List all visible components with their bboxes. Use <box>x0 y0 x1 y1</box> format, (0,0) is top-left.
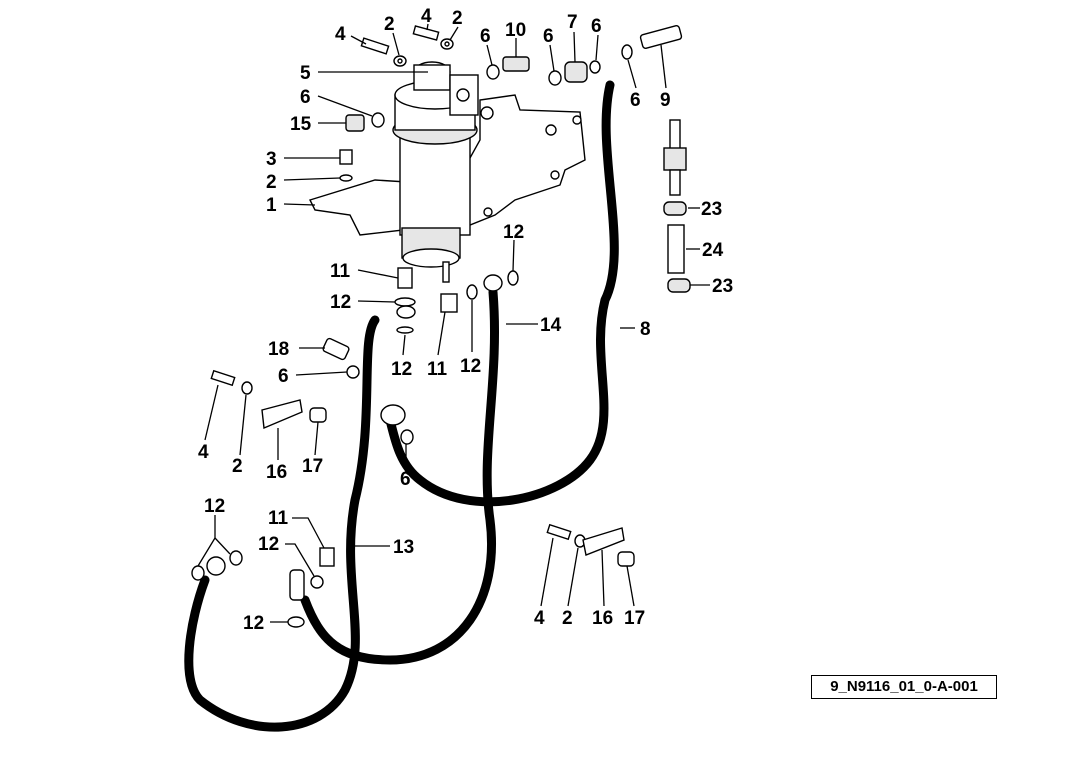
bolt-4-right <box>546 523 572 541</box>
washer-12-c <box>466 284 478 300</box>
o-ring-6-b <box>548 70 562 86</box>
washer-12-b <box>396 326 414 334</box>
hose-13 <box>184 315 380 732</box>
drawing-reference: 9_N9116_01_0-A-001 <box>811 675 997 699</box>
label-6: 6 <box>543 26 554 47</box>
label-2: 2 <box>232 456 243 477</box>
plug-15 <box>345 114 365 132</box>
label-2: 2 <box>562 608 573 629</box>
bolt-4-top <box>412 25 440 41</box>
label-23: 23 <box>712 276 733 297</box>
washer-2-left <box>241 381 253 395</box>
washer-12-d <box>507 270 519 286</box>
label-10: 10 <box>505 20 526 41</box>
clip-16-right <box>582 527 625 556</box>
clip-16-left <box>261 399 303 430</box>
label-6: 6 <box>278 366 289 387</box>
label-13: 13 <box>393 537 414 558</box>
label-12: 12 <box>460 356 481 377</box>
banjo-bolt-11-c <box>319 547 335 567</box>
hose-end-fitting <box>380 404 406 426</box>
label-24: 24 <box>702 240 724 261</box>
label-6: 6 <box>591 16 602 37</box>
label-16: 16 <box>592 608 613 629</box>
label-2: 2 <box>452 8 463 29</box>
label-11: 11 <box>427 359 448 380</box>
label-11: 11 <box>330 261 351 282</box>
label-5: 5 <box>300 63 311 84</box>
label-12: 12 <box>243 613 264 634</box>
label-2: 2 <box>384 14 395 35</box>
o-ring-6-g <box>400 429 414 445</box>
hose-8 <box>385 80 619 507</box>
label-12: 12 <box>391 359 412 380</box>
label-11: 11 <box>268 508 289 529</box>
o-ring-6-a <box>486 64 500 80</box>
label-7: 7 <box>567 12 578 33</box>
sleeve-7 <box>564 61 588 83</box>
washer-12-a <box>394 297 416 307</box>
label-6: 6 <box>300 87 311 108</box>
label-12: 12 <box>503 222 524 243</box>
o-ring-6-c <box>589 60 601 74</box>
washer-2-top <box>440 38 454 50</box>
label-2: 2 <box>266 172 277 193</box>
banjo-bolt-11-b <box>440 293 458 313</box>
label-6: 6 <box>630 90 641 111</box>
label-17: 17 <box>624 608 645 629</box>
bolt-4-top-left <box>360 37 390 55</box>
mounting-bracket <box>309 94 586 236</box>
label-12: 12 <box>330 292 351 313</box>
banjo-eye-14 <box>483 274 503 292</box>
banjo-bolt-9 <box>639 25 683 49</box>
leader-lines <box>197 23 710 623</box>
o-ring-6-d <box>621 44 633 60</box>
label-15: 15 <box>290 114 312 135</box>
label-18: 18 <box>268 339 289 360</box>
o-ring-6-e <box>371 112 385 128</box>
banjo-bolt-11-a <box>397 267 413 289</box>
label-9: 9 <box>660 90 671 111</box>
label-4: 4 <box>198 442 209 463</box>
fitting-10 <box>502 56 530 72</box>
washer-2-top-left <box>393 55 407 67</box>
screw-3 <box>339 149 353 165</box>
callout-labels: 4 2 4 2 6 10 6 7 6 6 9 5 6 15 3 2 1 23 2… <box>198 6 733 634</box>
bolt-4-left <box>210 369 236 387</box>
label-8: 8 <box>640 319 651 340</box>
label-4: 4 <box>335 24 346 45</box>
banjo-bolt-18 <box>322 337 350 361</box>
label-12: 12 <box>258 534 279 555</box>
washer-12-f <box>310 575 324 589</box>
washer-2-mid <box>339 174 353 182</box>
label-4: 4 <box>534 608 545 629</box>
o-ring-6-f <box>346 365 360 379</box>
connector-right <box>663 119 687 196</box>
clamp-23-a <box>663 201 687 216</box>
label-17: 17 <box>302 456 323 477</box>
spacer-17-left <box>309 407 327 423</box>
washer-12-g <box>287 616 305 628</box>
clamp-23-b <box>667 278 691 293</box>
banjo-eye <box>396 305 416 319</box>
hose-14 <box>300 287 499 665</box>
label-3: 3 <box>266 149 277 170</box>
tube-24 <box>667 224 685 274</box>
label-6: 6 <box>400 469 411 490</box>
label-23: 23 <box>701 199 722 220</box>
label-6: 6 <box>480 26 491 47</box>
label-14: 14 <box>540 315 562 336</box>
label-16: 16 <box>266 462 287 483</box>
spacer-17-right <box>617 551 635 567</box>
label-12: 12 <box>204 496 225 517</box>
banjo-eye-13 <box>206 556 226 576</box>
label-4: 4 <box>421 6 432 27</box>
fuel-filter <box>392 61 479 283</box>
label-1: 1 <box>266 195 277 216</box>
elbow-fitting-13 <box>289 569 305 601</box>
